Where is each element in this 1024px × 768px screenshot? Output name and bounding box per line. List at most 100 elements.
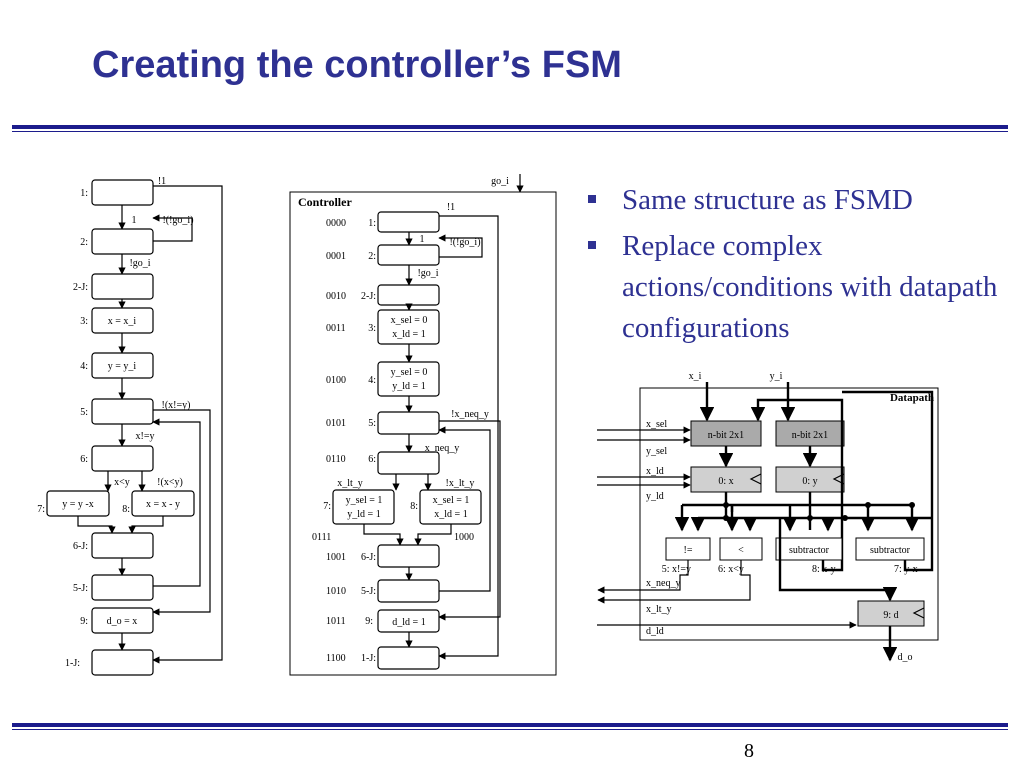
controller-title: Controller bbox=[298, 195, 352, 209]
mux-x bbox=[690, 420, 762, 447]
controller-diagram: Controller go_i 0000 0001 0010 0011 0100… bbox=[289, 174, 557, 676]
sub1-feedback-arrow bbox=[750, 398, 844, 572]
ctrl-label-7: 7: bbox=[323, 501, 331, 512]
ctrl-action-9: d_ld = 1 bbox=[392, 617, 425, 628]
ctrl-action-8a: x_sel = 1 bbox=[433, 495, 470, 506]
fsmd-label-4: 4: bbox=[80, 361, 88, 372]
ctrl-code-4: 0100 bbox=[326, 375, 346, 386]
output-do-label: d_o bbox=[898, 652, 913, 663]
ctrl-action-3a: x_sel = 0 bbox=[391, 315, 428, 326]
ctrl-cond-not-x-lt-y: !x_lt_y bbox=[446, 478, 475, 489]
datapath-diagram: Datapath x_i y_i x_sel y_sel x_ld y_ld n… bbox=[597, 371, 939, 663]
fsmd-label-6: 6: bbox=[80, 454, 88, 465]
ctrl-loop-5j-5 bbox=[438, 426, 491, 592]
register-d-label: 9: d bbox=[883, 610, 898, 621]
ctrl-label-1: 1: bbox=[368, 218, 376, 229]
junction-dot bbox=[723, 515, 729, 521]
fsmd-state-5 bbox=[91, 398, 154, 425]
ctrl-action-4a: y_sel = 0 bbox=[391, 367, 428, 378]
ctrl-label-6j: 6-J: bbox=[361, 552, 376, 563]
ctrl-label-3: 3: bbox=[368, 323, 376, 334]
ctrl-loop-2-arrow bbox=[438, 234, 483, 258]
ctrl-arrow-8-6j bbox=[414, 524, 452, 546]
slide-title: Creating the controller’s FSM bbox=[92, 44, 622, 86]
fsmd-label-5: 5: bbox=[80, 407, 88, 418]
ctrl-exit-5-arrow bbox=[438, 420, 501, 621]
unit-subtractor-2 bbox=[855, 537, 925, 561]
ctrl-label-5j: 5-J: bbox=[361, 586, 376, 597]
fsmd-state-2 bbox=[91, 228, 154, 255]
fsmd-state-6 bbox=[91, 445, 154, 472]
bullet-item: Replace complex actions/conditions with … bbox=[586, 226, 1006, 349]
ctrl-code-2: 0001 bbox=[326, 251, 346, 262]
ctrl-state-6 bbox=[377, 451, 440, 475]
top-rule bbox=[12, 125, 1008, 129]
bottom-rule-thin bbox=[12, 729, 1008, 730]
fsmd-cond-x-ne-y: x!=y bbox=[136, 431, 155, 442]
bullet-item: Same structure as FSMD bbox=[586, 180, 1006, 221]
ctrl-cond-not-go: !go_i bbox=[417, 268, 438, 279]
bullet-square-icon bbox=[588, 241, 596, 249]
fsmd-label-9: 9: bbox=[80, 616, 88, 627]
fsmd-state-1 bbox=[91, 179, 154, 206]
unit-lt-label: < bbox=[738, 545, 744, 556]
x-lt-y-out-arrow bbox=[597, 560, 751, 604]
ctrl-code-9: 1011 bbox=[326, 616, 346, 627]
fsmd-cond-x-lt-y: x<y bbox=[114, 477, 130, 488]
fsmd-arrow-7-6j bbox=[77, 516, 116, 534]
fsmd-state-1j bbox=[91, 649, 154, 676]
ctrl-label-8: 8: bbox=[410, 501, 418, 512]
fsmd-action-8: x = x - y bbox=[146, 499, 180, 510]
unit-neq-caption: 5: x!=y bbox=[662, 564, 691, 575]
fsmd-action-7: y = y -x bbox=[62, 499, 93, 510]
ctrl-action-4b: y_ld = 1 bbox=[392, 381, 425, 392]
ctrl-cond-x-neq-y: x_neq_y bbox=[425, 443, 459, 454]
mux-x-label: n-bit 2x1 bbox=[708, 430, 744, 441]
x-neq-y-out-arrow bbox=[597, 560, 689, 594]
controller-go-input-label: go_i bbox=[491, 176, 509, 187]
ctrl-action-7b: y_ld = 1 bbox=[347, 509, 380, 520]
ctrl-arrow-7-6j bbox=[363, 524, 404, 546]
fsmd-cond-not-not-go: !(!go_i) bbox=[162, 215, 193, 226]
fsmd-label-5j: 5-J: bbox=[73, 583, 88, 594]
ctrl-state-5 bbox=[377, 411, 440, 435]
unit-subtractor-1 bbox=[775, 537, 843, 561]
fsmd-label-1: 1: bbox=[80, 188, 88, 199]
ctrl-code-6j: 1001 bbox=[326, 552, 346, 563]
signal-x-neq-y: x_neq_y bbox=[646, 578, 680, 589]
signal-y-sel: y_sel bbox=[646, 446, 667, 457]
ctrl-code-6: 0110 bbox=[326, 454, 346, 465]
ctrl-code-1j: 1100 bbox=[326, 653, 346, 664]
fsmd-cond-not-x-lt-y: !(x<y) bbox=[157, 477, 183, 488]
fsmd-state-6j bbox=[91, 532, 154, 559]
junction-dot bbox=[723, 502, 729, 508]
junction-dot bbox=[842, 515, 848, 521]
ctrl-state-1j bbox=[377, 646, 440, 670]
ctrl-code-7: 0111 bbox=[312, 532, 331, 543]
ctrl-code-1: 0000 bbox=[326, 218, 346, 229]
ctrl-cond-not1: !1 bbox=[447, 202, 455, 213]
ctrl-state-5j bbox=[377, 579, 440, 603]
fsmd-label-3: 3: bbox=[80, 316, 88, 327]
bullet-list: Same structure as FSMD Replace complex a… bbox=[586, 180, 1006, 354]
fsmd-action-4: y = y_i bbox=[108, 361, 137, 372]
fsmd-exit-5-arrow bbox=[152, 409, 211, 616]
ctrl-cond-one: 1 bbox=[420, 234, 425, 245]
fsmd-state-5j bbox=[91, 574, 154, 601]
fsmd-label-7: 7: bbox=[37, 504, 45, 515]
junction-dot bbox=[807, 515, 813, 521]
unit-sub1-caption: 8: x-y bbox=[812, 564, 836, 575]
signal-x-ld: x_ld bbox=[646, 466, 664, 477]
unit-sub2-caption: 7: y-x bbox=[894, 564, 918, 575]
ctrl-state-2j bbox=[377, 284, 440, 306]
ctrl-label-2j: 2-J: bbox=[361, 291, 376, 302]
fsmd-cond-not-x-ne-y: !(x!=y) bbox=[162, 400, 191, 411]
register-y bbox=[775, 466, 845, 493]
clock-d-icon bbox=[912, 607, 925, 619]
ctrl-label-1j: 1-J: bbox=[361, 653, 376, 664]
signal-y-ld: y_ld bbox=[646, 491, 664, 502]
clock-x-icon bbox=[749, 473, 762, 485]
ctrl-label-9: 9: bbox=[365, 616, 373, 627]
ctrl-code-3: 0011 bbox=[326, 323, 346, 334]
